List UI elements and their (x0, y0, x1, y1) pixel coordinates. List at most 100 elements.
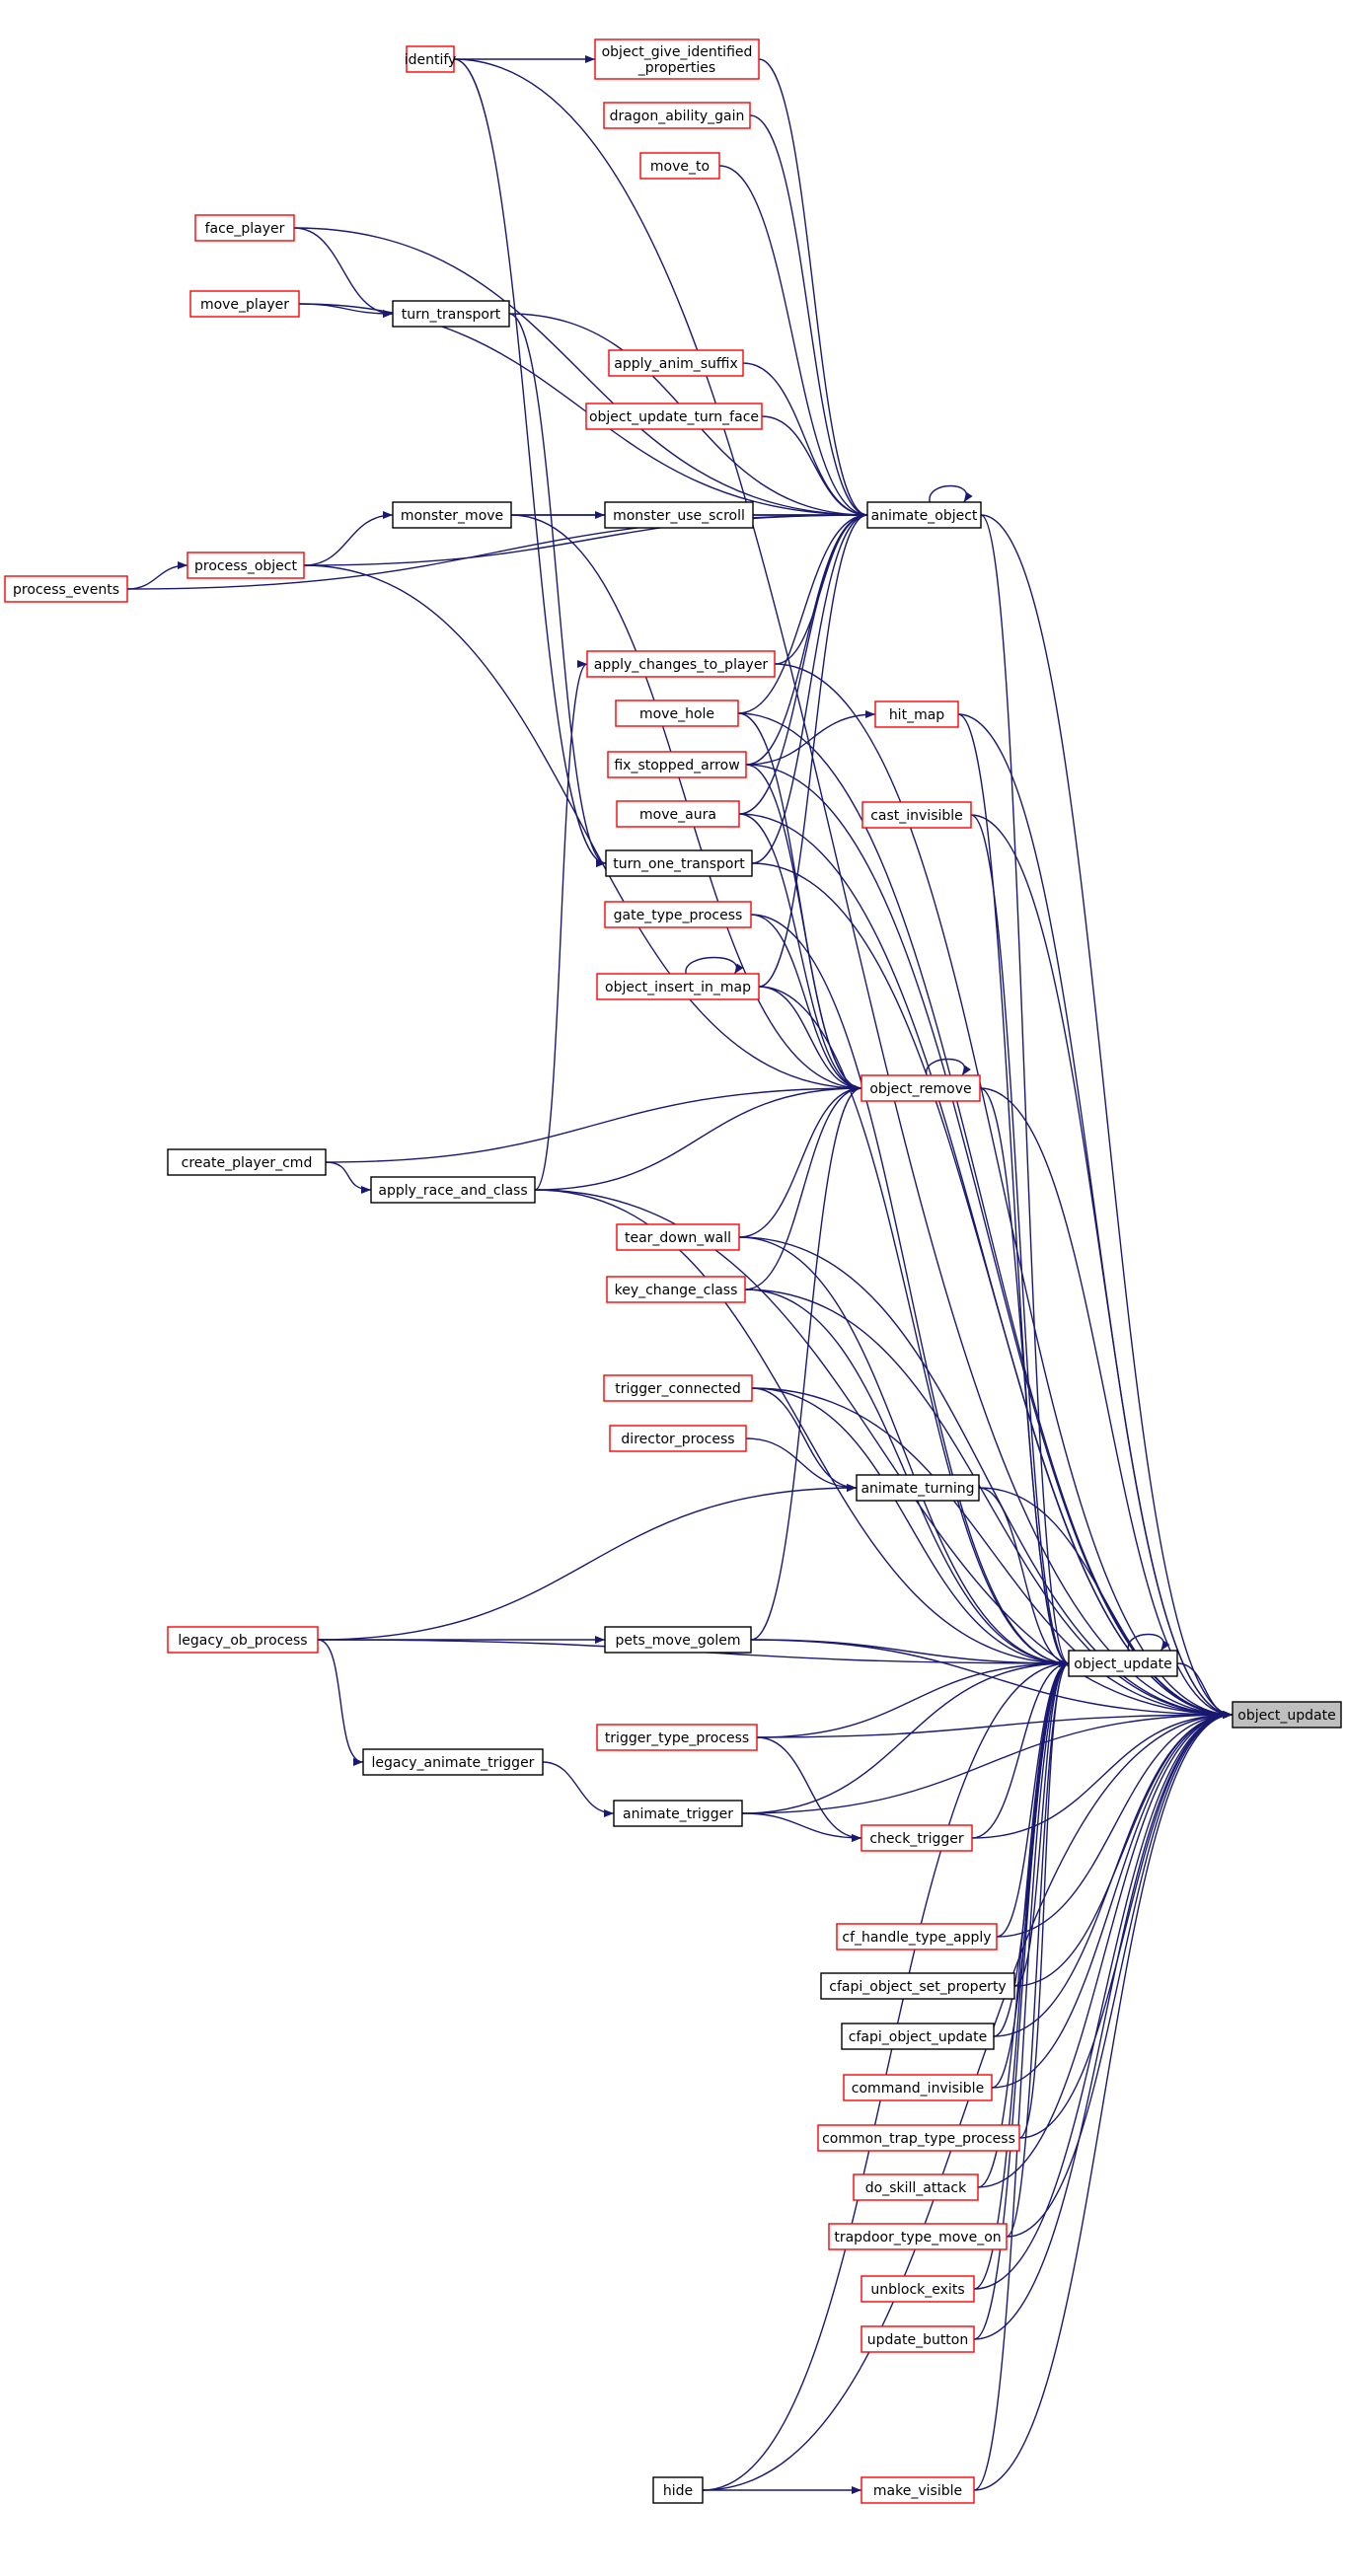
edge-arac-to-actp (534, 660, 588, 1191)
node-fix-stopped-arrow[interactable]: fix_stopped_arrow (607, 751, 747, 778)
node-monster-use-scroll[interactable]: monster_use_scroll (604, 501, 754, 529)
edge-move_to-to-animate_object (718, 165, 868, 519)
node-create-player-cmd[interactable]: create_player_cmd (167, 1148, 327, 1176)
node-cfapi-object-update[interactable]: cfapi_object_update (841, 2023, 995, 2050)
edge-identify-to-tot (453, 58, 607, 867)
edge-face_player-to-turn_transport (293, 227, 394, 318)
node-legacy-ob-process[interactable]: legacy_ob_process (167, 1626, 319, 1654)
node-key-change-class[interactable]: key_change_class (606, 1276, 746, 1303)
edge-ttp-to-ct (756, 1736, 862, 1842)
edge-ogip-to-animate_object (758, 58, 868, 519)
node-label: turn_transport (402, 307, 501, 323)
node-label: object_update (1237, 1708, 1335, 1724)
node-common-trap-type-process[interactable]: common_trap_type_process (817, 2124, 1020, 2152)
edge-cosp-to-ou (1013, 1659, 1070, 1987)
node-label: command_invisible (852, 2081, 984, 2097)
edge-ue-to-ou (973, 1659, 1070, 2290)
node-animate-object[interactable]: animate_object (866, 501, 982, 529)
edge-atr-to-ou (741, 1659, 1070, 1814)
node-trigger-connected[interactable]: trigger_connected (603, 1374, 753, 1402)
node-hide[interactable]: hide (652, 2476, 704, 2504)
edge-ttmo-to-target (1006, 1711, 1234, 2238)
node-move-aura[interactable]: move_aura (616, 800, 740, 828)
node-cast-invisible[interactable]: cast_invisible (861, 801, 972, 829)
edge-chta-to-target (996, 1711, 1234, 1938)
edge-ct-to-target (971, 1711, 1234, 1839)
edge-cast_invisible-to-target (970, 814, 1234, 1719)
edge-lat-to-atr (542, 1761, 615, 1817)
edge-ttmo-to-ou (1006, 1659, 1070, 2238)
node-unblock-exits[interactable]: unblock_exits (861, 2275, 975, 2303)
node-apply-changes-to-player[interactable]: apply_changes_to_player (586, 650, 776, 678)
node-process-object[interactable]: process_object (187, 552, 305, 579)
edge-move_aura-to-object_remove (738, 813, 862, 1092)
node-move-to[interactable]: move_to (639, 152, 720, 180)
node-apply-anim-suffix[interactable]: apply_anim_suffix (608, 349, 744, 377)
edge-cpc-to-arac (325, 1161, 372, 1194)
edge-ci-to-target (991, 1711, 1234, 2089)
node-gate-type-process[interactable]: gate_type_process (604, 901, 752, 928)
node-label: animate_object (871, 508, 978, 524)
node-turn-transport[interactable]: turn_transport (392, 300, 510, 328)
node-trapdoor-type-move-on[interactable]: trapdoor_type_move_on (828, 2223, 1008, 2250)
node-label: do_skill_attack (865, 2180, 967, 2196)
edge-move_hole-to-animate_object (737, 511, 868, 714)
node-label: process_events (13, 582, 119, 598)
node-director-process[interactable]: director_process (609, 1425, 747, 1452)
edge-identify-to-target (453, 58, 1234, 1719)
edge-oiim-to-ou (758, 986, 1070, 1667)
node-label: apply_race_and_class (378, 1183, 527, 1199)
node-hit-map[interactable]: hit_map (874, 700, 959, 728)
node-turn-one-transport[interactable]: turn_one_transport (605, 849, 753, 877)
node-dragon-ability-gain[interactable]: dragon_ability_gain (603, 102, 751, 129)
node-object-update[interactable]: object_update (1232, 1701, 1342, 1729)
node-legacy-animate-trigger[interactable]: legacy_animate_trigger (362, 1748, 544, 1776)
node-object-update[interactable]: object_update (1068, 1650, 1178, 1677)
node-tear-down-wall[interactable]: tear_down_wall (616, 1223, 740, 1251)
node-check-trigger[interactable]: check_trigger (861, 1824, 973, 1852)
node-update-button[interactable]: update_button (861, 2325, 975, 2353)
node-identify[interactable]: identify (405, 45, 457, 73)
node-cfapi-object-set-property[interactable]: cfapi_object_set_property (820, 1972, 1015, 2000)
node-process-events[interactable]: process_events (4, 575, 128, 603)
edge-ttp-to-target (756, 1711, 1234, 1738)
node-label: make_visible (873, 2483, 962, 2499)
node-do-skill-attack[interactable]: do_skill_attack (853, 2173, 979, 2201)
node-object-update-turn-face[interactable]: object_update_turn_face (585, 403, 763, 430)
node-monster-move[interactable]: monster_move (392, 501, 512, 529)
node-label: turn_one_transport (613, 856, 745, 872)
edge-tc-to-ou (751, 1387, 1070, 1667)
edge-lop-to-at (317, 1484, 858, 1641)
edge-move_player-to-animate_object (298, 303, 868, 519)
edge-process_object-to-object_remove (303, 564, 862, 1092)
edge-tc-to-target (751, 1387, 1234, 1719)
node-animate-turning[interactable]: animate_turning (856, 1474, 980, 1502)
edge-hit_map-to-target (957, 713, 1234, 1719)
node-pets-move-golem[interactable]: pets_move_golem (604, 1626, 752, 1654)
node-object-give-identified-properties[interactable]: object_give_identified_properties (594, 38, 760, 80)
node-label: move_aura (639, 807, 716, 823)
node-move-hole[interactable]: move_hole (615, 699, 739, 727)
node-label: move_to (650, 159, 710, 175)
node-layer: identify object_give_identified_propertie… (4, 38, 1342, 2504)
node-label: object_remove (869, 1081, 971, 1097)
node-object-remove[interactable]: object_remove (861, 1074, 981, 1102)
edge-tot-to-animate_object (751, 511, 868, 864)
node-trigger-type-process[interactable]: trigger_type_process (596, 1724, 758, 1751)
node-cf-handle-type-apply[interactable]: cf_handle_type_apply (836, 1923, 998, 1950)
edge-pmg-to-ou (750, 1639, 1070, 1667)
node-move-player[interactable]: move_player (189, 290, 300, 318)
node-make-visible[interactable]: make_visible (861, 2476, 975, 2504)
node-face-player[interactable]: face_player (194, 214, 295, 242)
edge-hide-to-target (702, 1711, 1234, 2491)
node-apply-race-and-class[interactable]: apply_race_and_class (370, 1176, 536, 1204)
node-command-invisible[interactable]: command_invisible (843, 2074, 993, 2101)
node-label: process_object (194, 558, 297, 574)
edge-cttp-to-target (1018, 1711, 1234, 2139)
node-animate-trigger[interactable]: animate_trigger (613, 1800, 743, 1827)
edge-atr-to-ct (741, 1812, 862, 1842)
edge-turn_transport-to-tot (508, 313, 607, 867)
node-label: dragon_ability_gain (610, 109, 745, 124)
edge-tdw-to-object_remove (738, 1084, 862, 1238)
node-object-insert-in-map[interactable]: object_insert_in_map (596, 973, 760, 1000)
